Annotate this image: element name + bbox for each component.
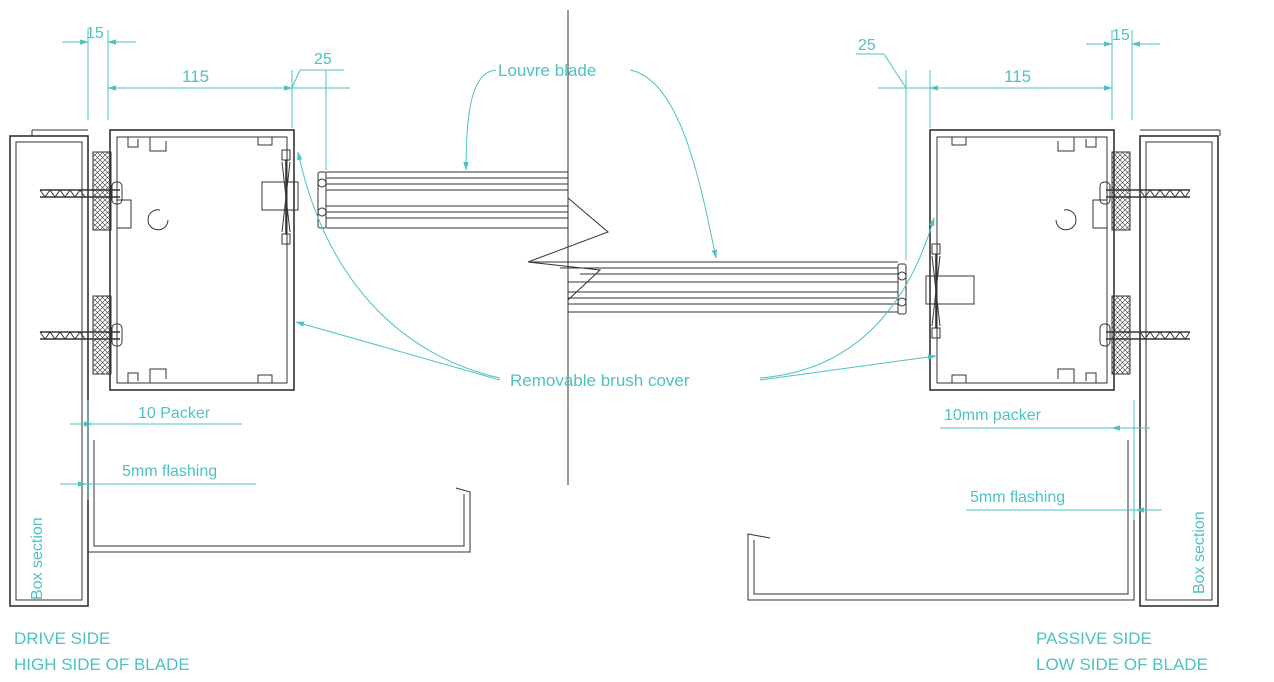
dim-25-left: 25 [314,51,332,68]
dim-115-right: 115 [1004,67,1031,86]
passive-side-subtitle: LOW SIDE OF BLADE [1036,655,1208,674]
screw-right-bottom [1099,323,1191,347]
dimensions-left [62,30,350,170]
frame-profile-left [109,129,295,391]
dimensions-right [856,30,1160,260]
louvre-blade-upper [317,171,568,229]
packer-right-top [1111,151,1131,231]
dim-25-right: 25 [858,37,876,54]
passive-side-title: PASSIVE SIDE [1036,629,1152,648]
drive-side-assembly [9,129,609,607]
packer-left-label: 10 Packer [138,405,211,422]
drive-side-title: DRIVE SIDE [14,629,110,648]
screw-right-top [1099,181,1191,205]
box-section-right [1139,135,1219,607]
box-section-left-label: Box section [29,517,46,600]
gutter-flashing-right [747,440,1135,601]
packer-left-bottom [92,295,112,375]
packer-right-label: 10mm packer [944,407,1042,424]
drive-side-subtitle: HIGH SIDE OF BLADE [14,655,190,674]
packer-right-bottom [1111,295,1131,375]
packer-left-top [92,151,112,231]
removable-brush-cover-label: Removable brush cover [510,371,690,390]
pivot-right [925,275,975,305]
dim-115-left: 115 [182,67,209,86]
frame-profile-right [929,129,1115,391]
passive-side-assembly [528,129,1221,607]
leader-lines [60,69,1162,520]
louvre-blade-lower [528,261,907,315]
gutter-flashing-left [87,440,471,553]
box-section-left [9,135,89,607]
louvre-blade-label: Louvre blade [498,61,596,80]
flashing-right-label: 5mm flashing [970,489,1065,506]
pivot-left [261,181,299,211]
dim-15-right: 15 [1112,27,1130,44]
screw-left-top [39,181,123,205]
box-section-right-label: Box section [1191,511,1208,594]
flashing-left-label: 5mm flashing [122,463,217,480]
dim-15-left: 15 [86,25,104,42]
